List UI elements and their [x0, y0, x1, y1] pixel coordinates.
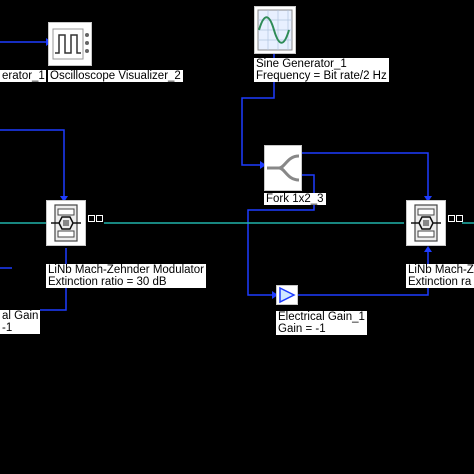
mach-zehnder-icon[interactable] [46, 200, 86, 246]
modulator-left-label: LiNb Mach-Zehnder Modulator Extinction r… [46, 264, 206, 288]
gain-left-label: al Gain -1 [0, 310, 40, 334]
wire-fork-to-modulator-right[interactable] [302, 152, 429, 200]
modulator-right-output-port-1[interactable] [448, 215, 455, 222]
sine-wave-icon[interactable] [254, 6, 296, 54]
wire-sine-to-fork[interactable] [241, 54, 275, 166]
arrow-into-gain-center [272, 291, 278, 299]
fork-icon[interactable] [264, 145, 302, 191]
arrow-into-modulator-left [60, 196, 68, 202]
fork-label: Fork 1x2_3 [264, 193, 326, 205]
sine-generator-label: Sine Generator_1 Frequency = Bit rate/2 … [254, 58, 389, 82]
arrow-into-fork [260, 161, 266, 169]
amplifier-icon[interactable] [276, 285, 298, 305]
pulse-generator-label: erator_1 [0, 70, 46, 82]
wire-fork-to-gain-center[interactable] [247, 174, 315, 296]
oscilloscope-label: Oscilloscope Visualizer_2 [48, 70, 183, 82]
modulator-left-output-port-2[interactable] [96, 215, 103, 222]
modulator-right-output-port-2[interactable] [456, 215, 463, 222]
oscilloscope-icon[interactable] [48, 22, 92, 66]
gain-center-label: Electrical Gain_1 Gain = -1 [276, 311, 367, 335]
wire-left-into-modulator[interactable] [0, 129, 65, 200]
modulator-left-output-port-1[interactable] [88, 215, 95, 222]
wire-gain-center-to-modulator-right[interactable] [298, 248, 429, 296]
mach-zehnder-icon[interactable] [406, 200, 446, 246]
arrow-into-modulator-right-bottom [424, 246, 432, 252]
modulator-right-label: LiNb Mach-Z Extinction ra [406, 264, 474, 288]
arrow-into-modulator-right-top [424, 196, 432, 202]
